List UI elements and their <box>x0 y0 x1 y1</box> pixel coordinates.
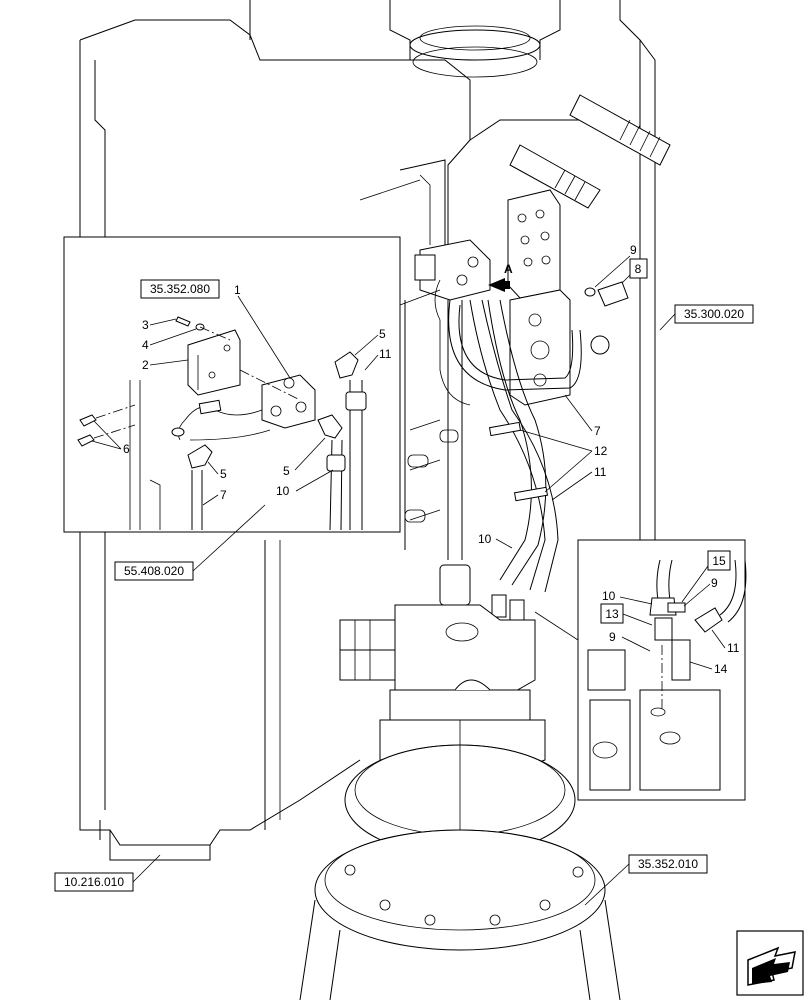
callout-10-left: 10 <box>276 484 290 498</box>
callout-7-left: 7 <box>220 488 227 502</box>
svg-text:10.216.010: 10.216.010 <box>64 875 124 889</box>
svg-text:35.352.080: 35.352.080 <box>150 282 210 296</box>
svg-text:35.352.010: 35.352.010 <box>638 857 698 871</box>
callout-5-left: 5 <box>220 467 227 481</box>
callout-7-right: 7 <box>594 424 601 438</box>
inset-left-parts <box>77 316 367 531</box>
svg-text:8: 8 <box>635 262 642 276</box>
callout-3: 3 <box>142 318 149 332</box>
solenoid-valve-detail <box>261 374 316 429</box>
ref-55-408-020[interactable]: 55.408.020 <box>114 561 194 581</box>
callout-6: 6 <box>123 442 130 456</box>
callout-5-top: 5 <box>379 327 386 341</box>
inset-right-lead <box>534 611 579 641</box>
pipe-stub-lower <box>509 144 601 209</box>
ref-35-352-010[interactable]: 35.352.010 <box>628 854 708 874</box>
ref-35-352-080[interactable]: 35.352.080 <box>140 279 220 299</box>
svg-text:A: A <box>504 262 513 276</box>
callout-2: 2 <box>142 358 149 372</box>
callout-4: 4 <box>142 338 149 352</box>
hose-fitting-left <box>491 594 507 618</box>
view-arrow-a: A <box>488 262 513 292</box>
callouts: 1 2 3 4 5 5 5 6 7 7 9 9 9 10 10 10 11 11 <box>91 243 740 676</box>
solenoid-valve-main <box>414 239 491 406</box>
callout-9-left: 9 <box>609 630 616 644</box>
callout-5-mid: 5 <box>283 464 290 478</box>
top-cap <box>409 29 541 61</box>
callout-9-top: 9 <box>630 243 637 257</box>
svg-text:55.408.020: 55.408.020 <box>124 564 184 578</box>
callout-9-right: 9 <box>711 576 718 590</box>
callout-13: 13 <box>600 603 653 626</box>
ref-10-216-010[interactable]: 10.216.010 <box>54 872 134 892</box>
svg-text:13: 13 <box>605 607 619 621</box>
callout-8: 8 <box>597 258 648 307</box>
callout-10-main: 10 <box>478 532 492 546</box>
ref-35-300-020[interactable]: 35.300.020 <box>674 304 754 324</box>
svg-text:15: 15 <box>712 554 726 568</box>
callout-14: 14 <box>714 662 728 676</box>
callout-10-right: 10 <box>602 589 616 603</box>
callout-11-main: 11 <box>594 465 607 479</box>
swing-motor <box>299 564 621 1000</box>
callout-1: 1 <box>234 283 241 297</box>
hoses-main <box>448 299 582 631</box>
inset-left-lead <box>399 289 441 306</box>
pipe-stub-upper <box>569 94 671 166</box>
callout-15: 15 <box>681 550 731 603</box>
callout-12: 12 <box>594 444 608 458</box>
next-page-arrow-icon[interactable] <box>736 930 804 996</box>
mounting-bracket <box>187 329 241 396</box>
inset-right-parts <box>587 559 747 791</box>
callout-11-right: 11 <box>727 641 740 655</box>
callout-11-left: 11 <box>379 347 392 361</box>
machine-frame-outline <box>79 0 671 861</box>
valve-manifold <box>507 189 610 406</box>
svg-text:35.300.020: 35.300.020 <box>684 307 744 321</box>
